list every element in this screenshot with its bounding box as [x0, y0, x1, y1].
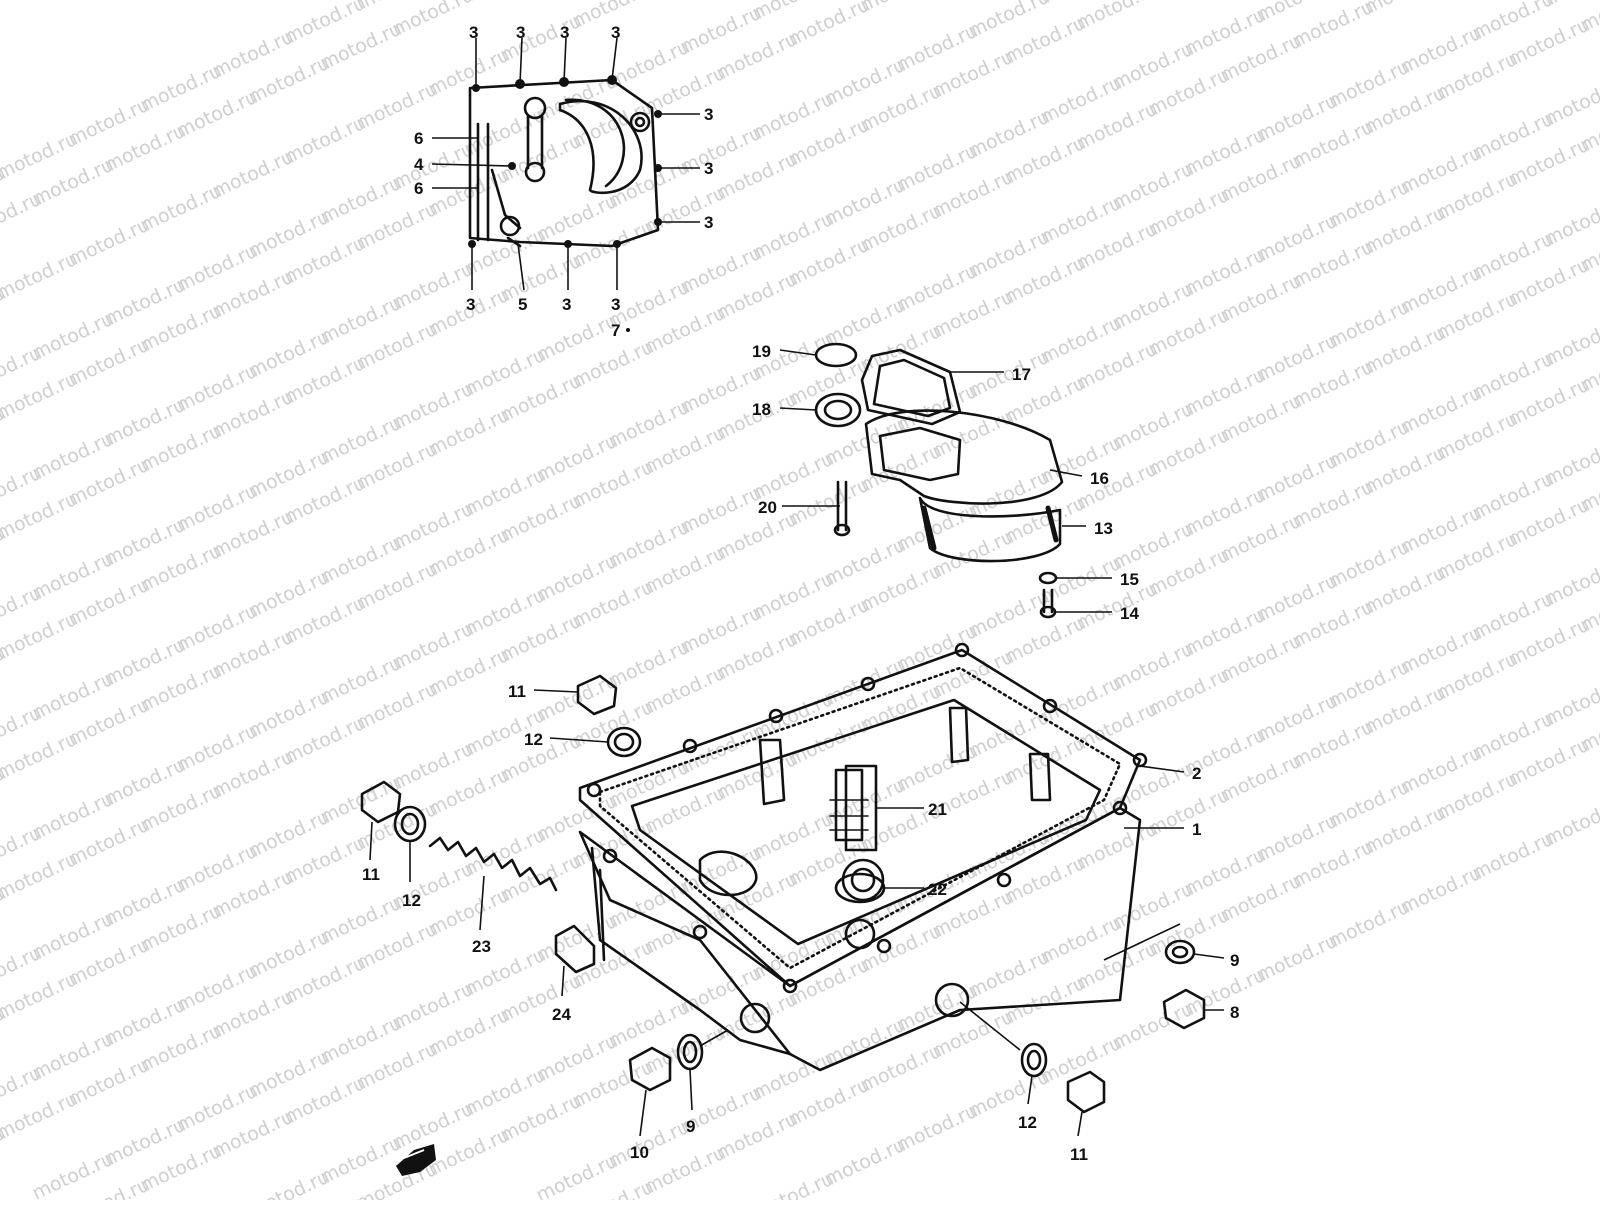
watermark-text: motod.ru	[785, 0, 873, 51]
callout-label: 16	[1090, 469, 1109, 488]
callout-label: 1	[1192, 820, 1201, 839]
callout-label: 12	[524, 730, 543, 749]
callout-label: 15	[1120, 570, 1139, 589]
callout-label: 12	[1018, 1113, 1037, 1132]
filter-cover-assembly	[814, 342, 1064, 619]
callout-label: 3	[466, 295, 475, 314]
callout-label: 4	[414, 155, 424, 174]
watermark-text: motod.ru	[1145, 0, 1233, 1]
watermark-text: motod.ru	[1361, 0, 1449, 19]
callout-label: 11	[508, 682, 526, 701]
callout-label: 5	[518, 295, 527, 314]
callout-label: 19	[752, 342, 771, 361]
callout-label: 3	[560, 23, 569, 42]
watermark-text: motod.ru	[1541, 674, 1600, 731]
callout-label: 3	[469, 23, 478, 42]
callout-label: 3	[611, 295, 620, 314]
callout-label: 18	[752, 400, 771, 419]
callout-label: 14	[1120, 604, 1139, 623]
callout-label: 13	[1094, 519, 1113, 538]
watermark-text: motod.ru	[461, 0, 549, 7]
callout-label: 3	[704, 105, 713, 124]
callout-label: 12	[402, 891, 421, 910]
watermark-text: motod.ru	[1541, 554, 1600, 611]
callout-label: 11	[362, 865, 380, 884]
callout-label: 3	[704, 159, 713, 178]
watermark-text: motod.ru	[1541, 434, 1600, 491]
oil-pan	[578, 642, 1148, 1072]
watermark-text: motod.ru	[1541, 794, 1600, 851]
callout-label: 2	[1192, 764, 1201, 783]
front-direction-arrow-icon	[396, 1144, 436, 1176]
callout-label: 6	[414, 129, 423, 148]
callout-label: 17	[1012, 365, 1031, 384]
callout-label: 3	[516, 23, 525, 42]
callout-labels: 3 3 3 3 3 3 3 6 4 6 3 5 3 3 7 19 18 17 1…	[362, 23, 1239, 1164]
leader-lines	[369, 37, 1225, 1137]
callout-label: 10	[630, 1143, 649, 1162]
watermark-text: motod.ru	[389, 0, 477, 41]
callout-label: 9	[686, 1117, 695, 1136]
callout-label: 20	[758, 498, 777, 517]
callout-label: 6	[414, 179, 423, 198]
callout-label: 3	[704, 213, 713, 232]
callout-label-assembly: 7	[611, 321, 620, 340]
watermark-text: motod.ru	[1541, 194, 1600, 251]
callout-label: 23	[472, 937, 491, 956]
callout-label: 24	[552, 1005, 571, 1024]
watermark-text: motod.ru	[857, 0, 945, 17]
callout-label: 21	[928, 800, 947, 819]
watermark-text: motod.ru	[1541, 314, 1600, 371]
watermark-text: motod.ru	[1073, 0, 1161, 35]
watermark-text: motod.ru	[1541, 74, 1600, 131]
callout-label: 11	[1070, 1145, 1088, 1164]
callout-label: 9	[1230, 951, 1239, 970]
callout-label: 3	[562, 295, 571, 314]
loose-parts	[360, 674, 1206, 1114]
callout-label: 3	[611, 23, 620, 42]
callout-label: 22	[928, 880, 947, 899]
callout-label: 8	[1230, 1003, 1239, 1022]
